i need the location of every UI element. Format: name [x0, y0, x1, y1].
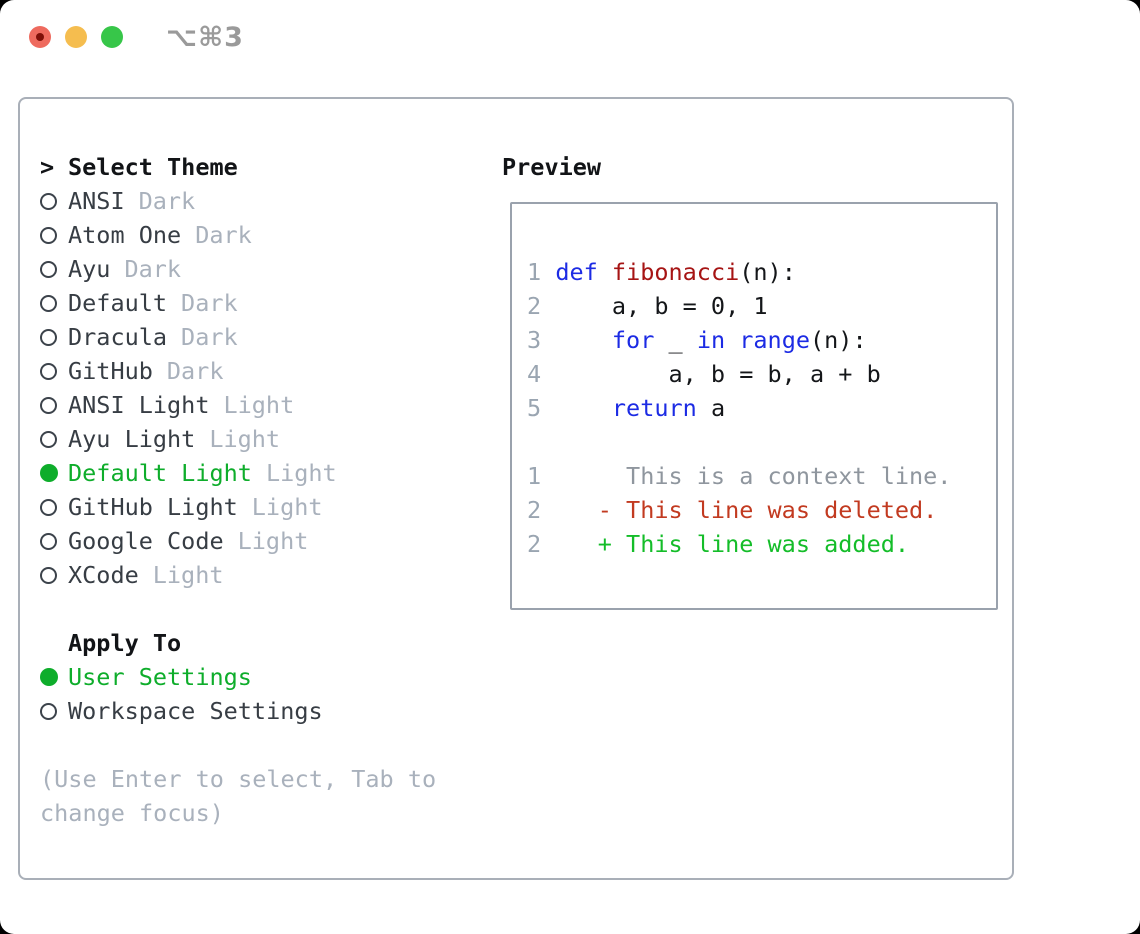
- theme-list-header: > Select Theme: [40, 150, 490, 184]
- diff-context-line: 1 This is a context line.: [527, 462, 952, 490]
- radio-selected-icon: [40, 464, 68, 482]
- theme-list-title: Select Theme: [68, 153, 238, 181]
- code-line: 2 a, b = 0, 1: [527, 292, 768, 320]
- theme-option-atom-one-dark[interactable]: Atom One Dark: [40, 218, 490, 252]
- theme-option-ansi-light[interactable]: ANSI Light Light: [40, 388, 490, 422]
- code-line: 3 for _ in range(n):: [527, 326, 867, 354]
- radio-unselected-icon: [40, 396, 68, 414]
- theme-option-dracula-dark[interactable]: Dracula Dark: [40, 320, 490, 354]
- diff-added-line: 2 + This line was added.: [527, 530, 910, 558]
- theme-selector-panel: > Select Theme ANSI Dark Atom One Dark A…: [18, 97, 1014, 880]
- apply-option-workspace-settings[interactable]: Workspace Settings: [40, 694, 490, 728]
- theme-option-ayu-light[interactable]: Ayu Light Light: [40, 422, 490, 456]
- variant-badge: Light: [152, 561, 224, 589]
- radio-unselected-icon: [40, 362, 68, 380]
- help-text-line1: (Use Enter to select, Tab to: [40, 765, 437, 793]
- spacer-row: [40, 728, 490, 762]
- title-bar: ⌥⌘3: [0, 0, 1140, 80]
- radio-unselected-icon: [40, 192, 68, 210]
- spacer-row: [40, 592, 490, 626]
- apply-to-title: Apply To: [68, 629, 182, 657]
- apply-option-user-settings-selected[interactable]: User Settings: [40, 660, 490, 694]
- variant-badge: Dark: [195, 221, 252, 249]
- keyboard-shortcut-label: ⌥⌘3: [166, 22, 244, 53]
- radio-unselected-icon: [40, 430, 68, 448]
- radio-unselected-icon: [40, 532, 68, 550]
- minimize-button[interactable]: [65, 26, 87, 48]
- radio-unselected-icon: [40, 702, 68, 720]
- variant-badge: Dark: [181, 289, 238, 317]
- code-preview: 1 def fibonacci(n): 2 a, b = 0, 1 3 for …: [527, 255, 996, 561]
- diff-deleted-line: 2 - This line was deleted.: [527, 496, 938, 524]
- code-line: 5 return a: [527, 394, 726, 422]
- radio-unselected-icon: [40, 328, 68, 346]
- variant-badge: Dark: [124, 255, 182, 283]
- apply-to-header: Apply To: [40, 626, 490, 660]
- radio-unselected-icon: [40, 498, 68, 516]
- theme-option-default-dark[interactable]: Default Dark: [40, 286, 490, 320]
- theme-option-github-light[interactable]: GitHub Light Light: [40, 490, 490, 524]
- variant-badge: Dark: [138, 187, 196, 215]
- zoom-button[interactable]: [101, 26, 123, 48]
- radio-selected-icon: [40, 668, 68, 686]
- variant-badge: Light: [223, 391, 295, 419]
- radio-unselected-icon: [40, 226, 68, 244]
- preview-title: Preview: [502, 153, 602, 181]
- variant-badge: Dark: [181, 323, 238, 351]
- preview-box: 1 def fibonacci(n): 2 a, b = 0, 1 3 for …: [510, 202, 998, 610]
- variant-badge: Light: [251, 493, 323, 521]
- code-line: 4 a, b = b, a + b: [527, 360, 881, 388]
- help-text-line2: change focus): [40, 799, 224, 827]
- close-button[interactable]: [29, 26, 51, 48]
- variant-badge: Dark: [166, 357, 224, 385]
- theme-option-ayu-dark[interactable]: Ayu Dark: [40, 252, 490, 286]
- theme-option-google-code[interactable]: Google Code Light: [40, 524, 490, 558]
- prompt-icon: >: [40, 153, 55, 181]
- blank-line: [527, 425, 996, 459]
- theme-option-github-dark[interactable]: GitHub Dark: [40, 354, 490, 388]
- variant-badge: Light: [209, 425, 281, 453]
- theme-option-ansi-dark[interactable]: ANSI Dark: [40, 184, 490, 218]
- radio-unselected-icon: [40, 260, 68, 278]
- theme-option-xcode[interactable]: XCode Light: [40, 558, 490, 592]
- variant-badge: Light: [265, 459, 337, 487]
- variant-badge: Light: [237, 527, 309, 555]
- code-line: 1 def fibonacci(n):: [527, 258, 796, 286]
- unsaved-dot-icon: [36, 33, 44, 41]
- theme-option-default-light-selected[interactable]: Default Light Light: [40, 456, 490, 490]
- theme-list: > Select Theme ANSI Dark Atom One Dark A…: [40, 150, 490, 830]
- radio-unselected-icon: [40, 294, 68, 312]
- radio-unselected-icon: [40, 566, 68, 584]
